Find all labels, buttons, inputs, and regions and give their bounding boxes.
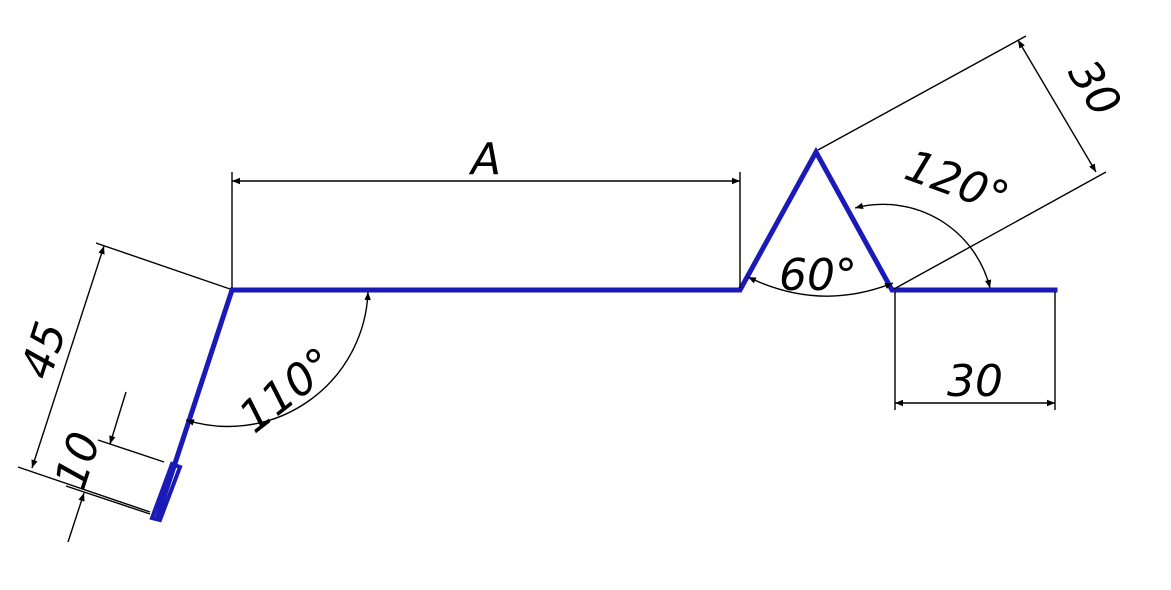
angle-110: 110° — [185, 291, 371, 443]
dimension-30-end-label: 30 — [947, 356, 1003, 407]
angle-60: 60° — [747, 250, 894, 301]
profile-outline — [149, 146, 1058, 523]
dimension-45: 45 — [11, 242, 231, 513]
dimension-30-end: 30 — [894, 292, 1056, 410]
profile-hem — [149, 461, 183, 523]
dimension-10-label: 10 — [45, 426, 111, 495]
dimension-10: 10 — [45, 391, 165, 543]
dimension-30-rib-label: 30 — [1058, 51, 1131, 126]
dimension-a: A — [231, 134, 741, 288]
dimension-30-rib: 30 — [817, 35, 1131, 290]
profile-main-line — [154, 146, 1058, 519]
dimension-45-label: 45 — [11, 316, 77, 385]
angle-60-label: 60° — [779, 250, 857, 301]
angle-110-label: 110° — [230, 338, 345, 443]
dimension-a-label: A — [468, 134, 501, 185]
angle-120-label: 120° — [898, 140, 1015, 224]
